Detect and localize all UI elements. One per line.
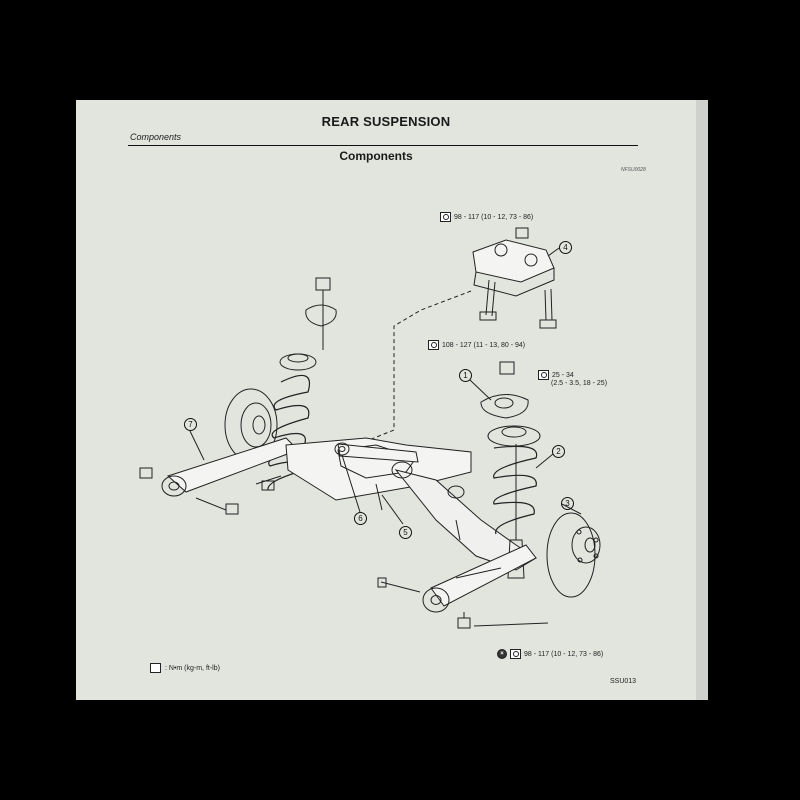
torsion-beam	[285, 437, 537, 571]
torque-spec-bottom-nut: ×98 - 117 (10 - 12, 73 - 86)	[497, 649, 603, 659]
callout-4: 4	[559, 241, 572, 254]
torque-wrench-icon	[538, 370, 549, 380]
units-legend: : N•m (kg-m, ft-lb)	[150, 663, 220, 673]
torque-wrench-icon	[440, 212, 451, 222]
callout-6: 6	[354, 512, 367, 525]
right-brake-hub	[546, 512, 601, 598]
torque-spec-strut-nut: 25 - 34 (2.5 - 3.5, 18 - 25)	[538, 370, 607, 387]
dashed-leader-line	[353, 290, 472, 447]
header-divider	[128, 145, 638, 146]
left-strut-mount	[305, 277, 337, 350]
callout-1: 1	[459, 369, 472, 382]
callout-2: 2	[552, 445, 565, 458]
torque-wrench-icon	[150, 663, 161, 673]
right-strut-mount	[480, 361, 529, 419]
section-label: Components	[130, 132, 182, 142]
mounting-bracket	[472, 227, 557, 329]
right-trailing-link	[377, 544, 537, 629]
manual-page: REAR SUSPENSION Components Components NF…	[76, 100, 696, 700]
section-title: Components	[339, 149, 413, 163]
suspension-diagram	[139, 227, 601, 629]
callout-5: 5	[399, 526, 412, 539]
screen-edge	[696, 100, 708, 700]
torque-spec-mount-bolts: 108 - 127 (11 - 13, 80 - 94)	[428, 340, 525, 350]
torque-wrench-icon	[510, 649, 521, 659]
reference-code: NFSU0028	[621, 167, 646, 173]
torque-spec-top-nut: 98 - 117 (10 - 12, 73 - 86)	[440, 212, 533, 222]
torque-wrench-icon	[428, 340, 439, 350]
replace-nut-icon: ×	[497, 649, 507, 659]
callout-3: 3	[561, 497, 574, 510]
left-lateral-link	[139, 437, 299, 515]
callout-7: 7	[184, 418, 197, 431]
page-title: REAR SUSPENSION	[321, 114, 451, 129]
figure-code: SSU013	[610, 678, 637, 685]
